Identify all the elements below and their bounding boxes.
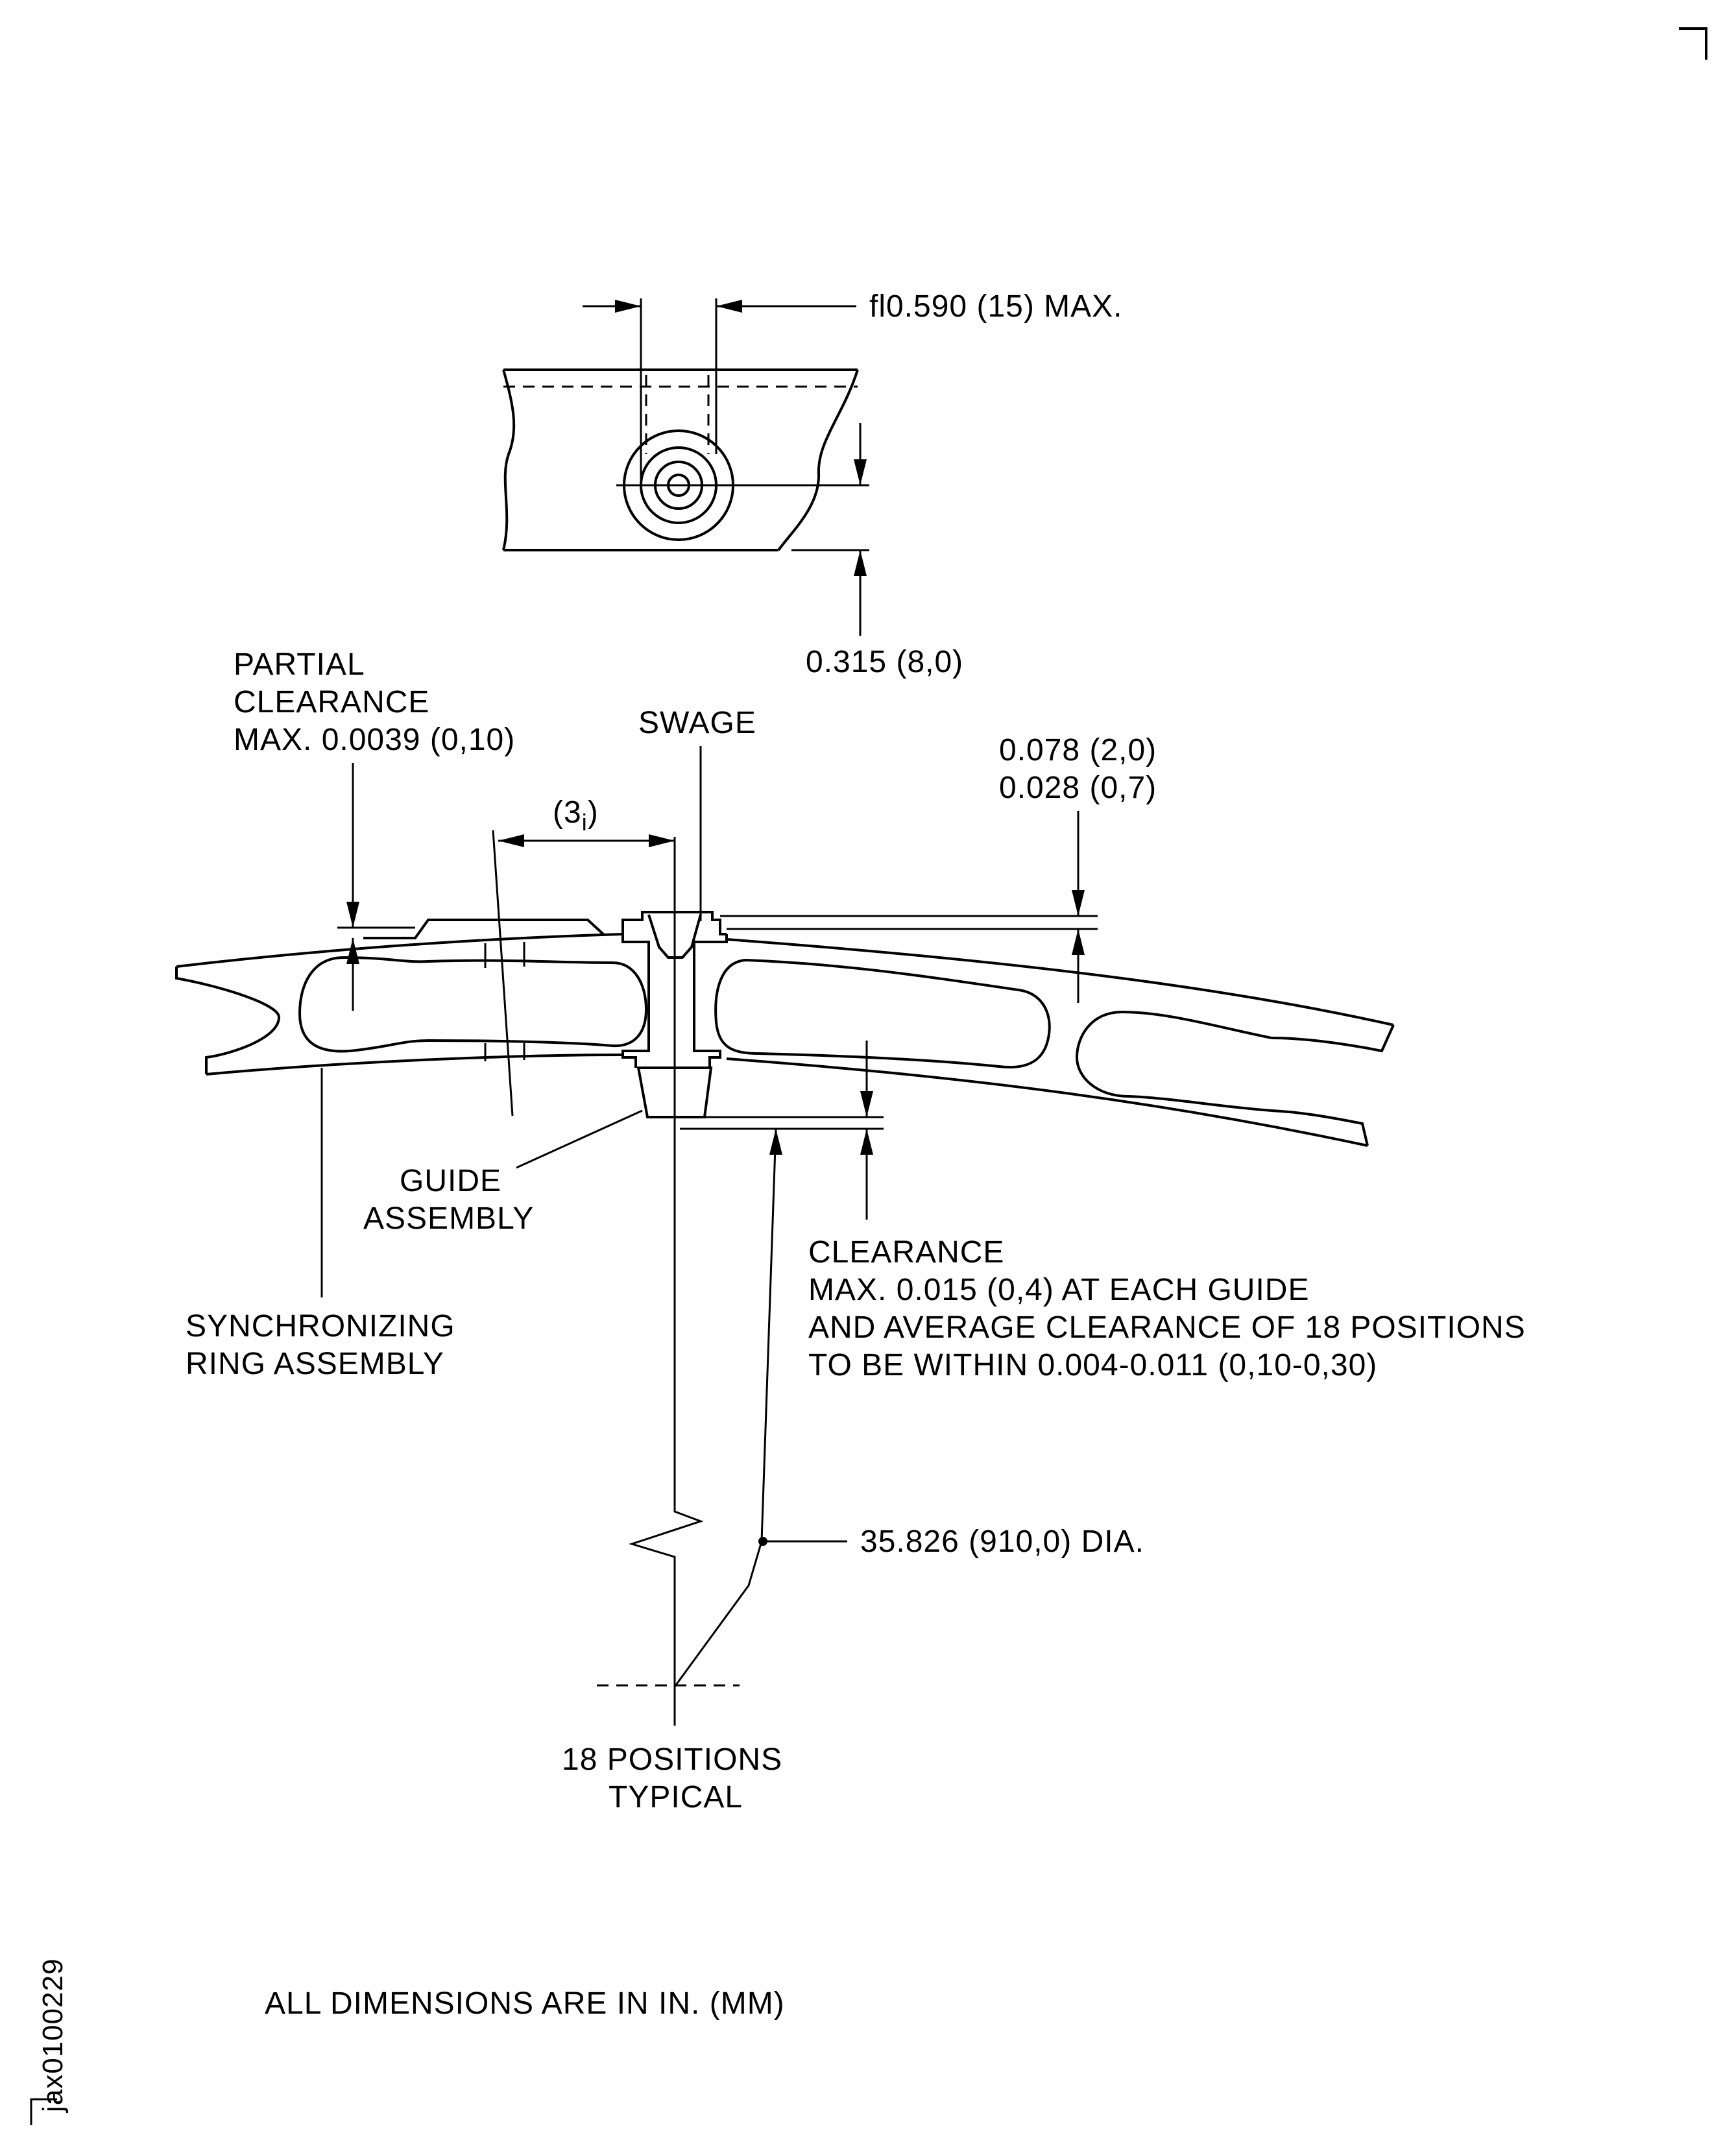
- corner-mark: [1679, 27, 1707, 60]
- dim-0315-label: 0.315 (8,0): [806, 645, 963, 679]
- guide-assembly-line1: GUIDE: [400, 1164, 501, 1198]
- clearance-line4: TO BE WITHIN 0.004-0.011 (0,10-0,30): [808, 1348, 1377, 1382]
- figure-id-mark: [30, 2098, 57, 2125]
- clearance-line1: CLEARANCE: [808, 1235, 1004, 1270]
- dia-35826-label: 35.826 (910,0) DIA.: [860, 1524, 1144, 1559]
- dimension-0315: 0.315 (8,0): [806, 423, 963, 679]
- swage-label: SWAGE: [638, 706, 756, 740]
- partial-clearance-line1: PARTIAL: [234, 647, 365, 682]
- dim-028-label: 0.028 (0,7): [999, 771, 1157, 805]
- figure-id: jax0100229: [37, 1958, 69, 2114]
- footer-note: ALL DIMENSIONS ARE IN IN. (MM): [265, 1986, 785, 2021]
- dimension-top-dia: fl0.590 (15) MAX.: [583, 289, 1123, 324]
- centerline: [629, 837, 704, 1726]
- positions-line2: TYPICAL: [609, 1780, 743, 1814]
- sync-ring-line1: SYNCHRONIZING: [186, 1309, 455, 1344]
- dimension-3i: (3i): [492, 795, 675, 1116]
- dimension-35826: 35.826 (910,0) DIA.: [673, 1128, 1144, 1687]
- synchronizing-ring-assembly: [175, 919, 1395, 1147]
- dim-078-label: 0.078 (2,0): [999, 733, 1157, 767]
- clearance-line2: MAX. 0.015 (0,4) AT EACH GUIDE: [808, 1273, 1309, 1307]
- top-dia-label: fl0.590 (15) MAX.: [869, 289, 1123, 324]
- three-i-label: (3i): [553, 795, 599, 836]
- positions-line1: 18 POSITIONS: [562, 1742, 782, 1777]
- partial-clearance-line2: CLEARANCE: [234, 685, 429, 719]
- top-detail-view: [502, 298, 869, 551]
- partial-clearance-group: PARTIAL CLEARANCE MAX. 0.0039 (0,10): [234, 647, 515, 1011]
- clearance-line3: AND AVERAGE CLEARANCE OF 18 POSITIONS: [808, 1310, 1526, 1345]
- sync-ring-label-group: SYNCHRONIZING RING ASSEMBLY: [186, 1068, 455, 1381]
- guide-assembly-line2: ASSEMBLY: [363, 1201, 534, 1236]
- positions-label-group: 18 POSITIONS TYPICAL: [562, 1687, 782, 1814]
- partial-clearance-line3: MAX. 0.0039 (0,10): [234, 723, 515, 757]
- guide-assembly-label-group: GUIDE ASSEMBLY: [363, 1109, 643, 1236]
- swage-label-group: SWAGE: [638, 706, 756, 921]
- dimension-078-028: 0.078 (2,0) 0.028 (0,7): [720, 733, 1157, 1003]
- sync-ring-line2: RING ASSEMBLY: [186, 1347, 444, 1381]
- clearance-dimension: CLEARANCE MAX. 0.015 (0,4) AT EACH GUIDE…: [680, 1041, 1526, 1382]
